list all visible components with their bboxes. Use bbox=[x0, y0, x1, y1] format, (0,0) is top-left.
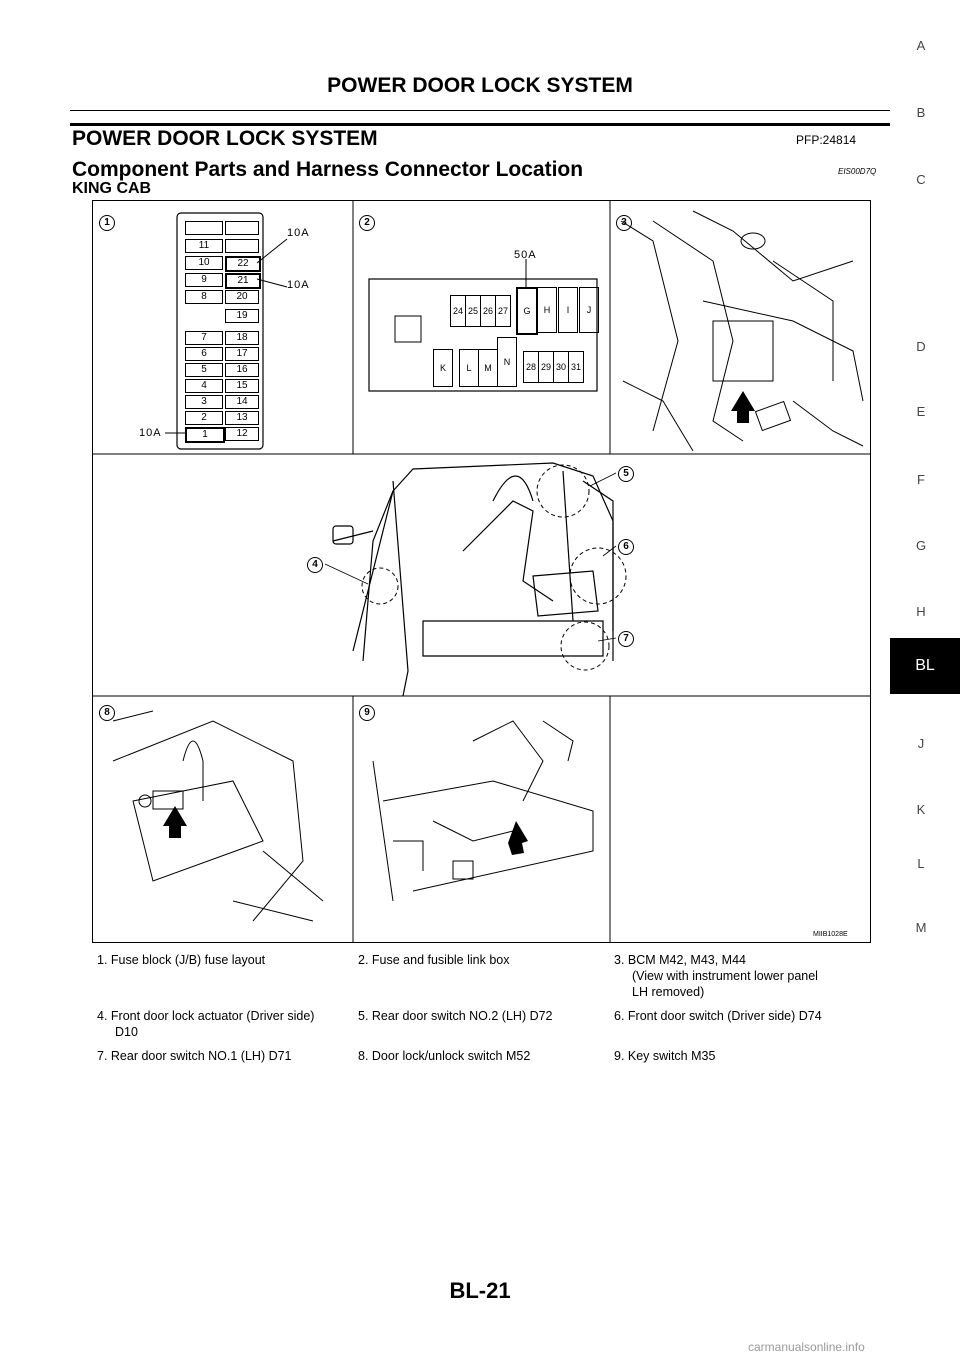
caption-1: 1. Fuse block (J/B) fuse layout bbox=[97, 953, 266, 967]
fuse-3: 3 bbox=[185, 395, 223, 409]
fuse-12: 12 bbox=[225, 427, 259, 441]
marker-6: 6 bbox=[618, 539, 634, 555]
caption-8: 8. Door lock/unlock switch M52 bbox=[358, 1049, 531, 1063]
fuse-cell: 25 bbox=[465, 295, 481, 327]
fuse-cell: 27 bbox=[495, 295, 511, 327]
fuse-leader-lines bbox=[165, 238, 288, 434]
watermark: carmanualsonline.info bbox=[748, 1340, 865, 1354]
side-index-f[interactable]: F bbox=[917, 472, 925, 487]
fuse-10: 10 bbox=[185, 256, 223, 270]
marker-8: 8 bbox=[99, 705, 115, 721]
side-index-b[interactable]: B bbox=[916, 105, 926, 120]
side-index-c[interactable]: C bbox=[916, 172, 926, 187]
caption-3-line2: (View with instrument lower panel bbox=[632, 969, 818, 983]
fuse-cell: 29 bbox=[538, 351, 554, 383]
fuse-slot-blank bbox=[225, 221, 259, 235]
fuse-14: 14 bbox=[225, 395, 259, 409]
marker-2: 2 bbox=[359, 215, 375, 231]
fuse-8: 8 bbox=[185, 290, 223, 304]
figure-code: MIIB1028E bbox=[813, 931, 848, 938]
side-index-bl-active[interactable]: BL bbox=[890, 638, 960, 694]
component-figure: 1 2 3 4 5 6 7 8 9 11 10 22 9 21 8 20 19 … bbox=[92, 200, 871, 943]
fuse-rating-label: 10A bbox=[287, 227, 310, 239]
fuse-cell: I bbox=[558, 287, 578, 333]
fuse-11: 11 bbox=[185, 239, 223, 253]
page-header-title: POWER DOOR LOCK SYSTEM bbox=[327, 74, 633, 97]
section-title: POWER DOOR LOCK SYSTEM bbox=[72, 127, 378, 150]
fuse-19: 19 bbox=[225, 309, 259, 323]
side-index-h[interactable]: H bbox=[916, 604, 926, 619]
fuse-2: 2 bbox=[185, 411, 223, 425]
side-index-l[interactable]: L bbox=[917, 856, 925, 871]
fuse-cell: 26 bbox=[480, 295, 496, 327]
pfp-code: PFP:24814 bbox=[796, 133, 857, 147]
caption-6: 6. Front door switch (Driver side) D74 bbox=[614, 1009, 822, 1023]
fuse-6: 6 bbox=[185, 347, 223, 361]
fuse-slot-blank bbox=[225, 239, 259, 253]
marker-3: 3 bbox=[616, 215, 632, 231]
fuse-1-highlight: 1 bbox=[185, 427, 225, 443]
fuse-cell: K bbox=[433, 349, 453, 387]
fuse-slot-blank bbox=[185, 221, 223, 235]
fuse-cell-g-highlight: G bbox=[516, 287, 538, 335]
fuse-16: 16 bbox=[225, 363, 259, 377]
marker-1: 1 bbox=[99, 215, 115, 231]
fuse-5: 5 bbox=[185, 363, 223, 377]
subsection-title: Component Parts and Harness Connector Lo… bbox=[72, 158, 584, 181]
fuse-cell: L bbox=[459, 349, 479, 387]
fuse-cell: H bbox=[537, 287, 557, 333]
marker-9: 9 bbox=[359, 705, 375, 721]
eis-code: EIS00D7Q bbox=[838, 167, 877, 176]
section-rule bbox=[70, 123, 890, 126]
caption-7: 7. Rear door switch NO.1 (LH) D71 bbox=[97, 1049, 292, 1063]
figure-drawing bbox=[93, 201, 870, 942]
fuse-cell: 31 bbox=[568, 351, 584, 383]
fuse-cell: M bbox=[478, 349, 498, 387]
side-index-k[interactable]: K bbox=[916, 802, 926, 817]
fuse-cell: 28 bbox=[523, 351, 539, 383]
side-index-e[interactable]: E bbox=[916, 404, 926, 419]
page-number: BL-21 bbox=[449, 1278, 511, 1303]
side-index-j[interactable]: J bbox=[917, 736, 925, 751]
fuse-cell: N bbox=[497, 337, 517, 387]
fuse-15: 15 bbox=[225, 379, 259, 393]
marker-4: 4 bbox=[307, 557, 323, 573]
fuse-rating-label: 10A bbox=[287, 279, 310, 291]
cab-title: KING CAB bbox=[72, 180, 152, 197]
fuse-22-highlight: 22 bbox=[225, 256, 261, 272]
fuse-rating-label: 10A bbox=[139, 427, 162, 439]
marker-7: 7 bbox=[618, 631, 634, 647]
caption-5: 5. Rear door switch NO.2 (LH) D72 bbox=[358, 1009, 553, 1023]
fuse-cell: 30 bbox=[553, 351, 569, 383]
caption-4: 4. Front door lock actuator (Driver side… bbox=[97, 1009, 315, 1023]
side-index-d[interactable]: D bbox=[916, 339, 926, 354]
fuse-13: 13 bbox=[225, 411, 259, 425]
fuse-4: 4 bbox=[185, 379, 223, 393]
side-index-a[interactable]: A bbox=[916, 38, 926, 53]
caption-3: 3. BCM M42, M43, M44 bbox=[614, 953, 746, 967]
fuse-20: 20 bbox=[225, 290, 259, 304]
side-index-m[interactable]: M bbox=[915, 920, 927, 935]
fuse-7: 7 bbox=[185, 331, 223, 345]
fuse-18: 18 bbox=[225, 331, 259, 345]
fuse-cell: 24 bbox=[450, 295, 466, 327]
caption-3-line3: LH removed) bbox=[632, 985, 705, 999]
fuse-17: 17 bbox=[225, 347, 259, 361]
fusible-link-rating: 50A bbox=[514, 249, 537, 261]
caption-4-line2: D10 bbox=[115, 1025, 138, 1039]
side-index-g[interactable]: G bbox=[915, 538, 927, 553]
fuse-cell: J bbox=[579, 287, 599, 333]
marker-5: 5 bbox=[618, 466, 634, 482]
fuse-9: 9 bbox=[185, 273, 223, 287]
caption-2: 2. Fuse and fusible link box bbox=[358, 953, 510, 967]
fuse-21-highlight: 21 bbox=[225, 273, 261, 289]
header-rule bbox=[70, 110, 890, 111]
caption-9: 9. Key switch M35 bbox=[614, 1049, 716, 1063]
